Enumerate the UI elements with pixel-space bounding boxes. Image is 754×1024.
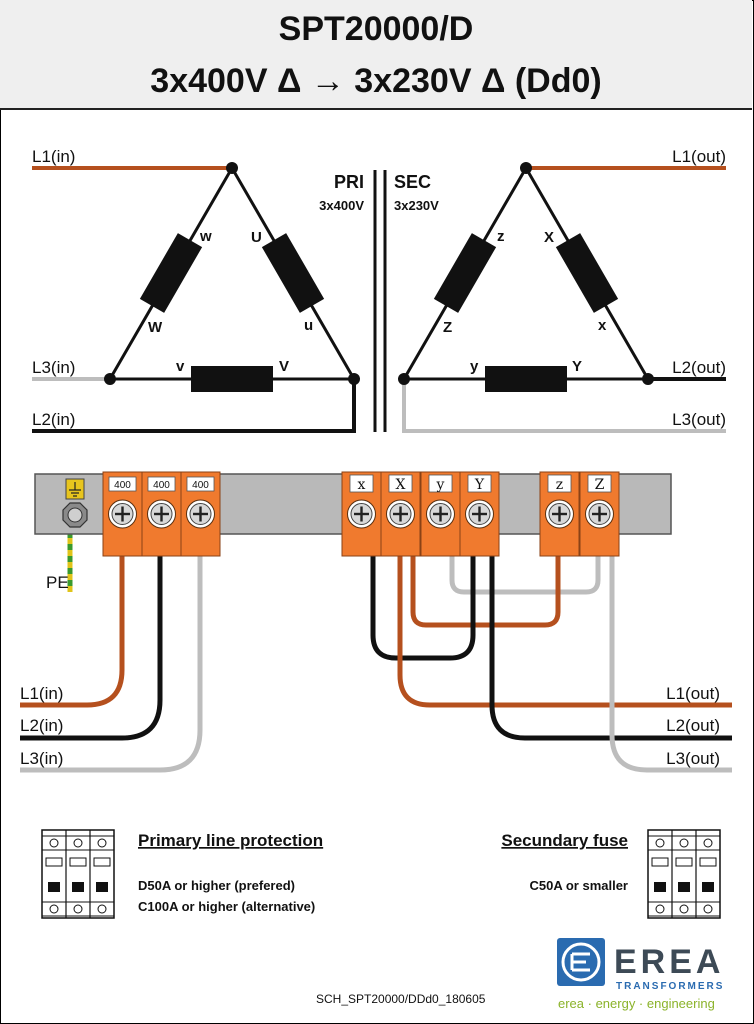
sec-l2-label: L2(out) — [672, 358, 726, 377]
winding-x — [555, 233, 619, 313]
config-title: 3x400V Δ → 3x230V Δ (Dd0) — [150, 62, 602, 100]
pri-V-label: V — [279, 358, 289, 375]
pri-l1-label: L1(in) — [32, 147, 75, 166]
pri-l3-label: L3(in) — [32, 358, 75, 377]
sec-l3-label: L3(out) — [672, 410, 726, 429]
l3-out-wire — [402, 379, 726, 433]
logo-tagline: erea · energy · engineering — [558, 996, 715, 1011]
secondary-fuse-title: Secundary fuse — [501, 831, 628, 850]
winding-y — [485, 366, 567, 392]
sec-heading: SEC — [394, 172, 431, 192]
wire-l3-out — [609, 556, 732, 773]
doc-code: SCH_SPT20000/DDd0_180605 — [316, 992, 486, 1006]
terminal-label-Z: Z — [595, 477, 605, 493]
pri-U-label: U — [251, 229, 262, 246]
sec-y-label: y — [470, 358, 479, 375]
primary-protection-line2: C100A or higher (alternative) — [138, 899, 315, 914]
tb-l3-out-label: L3(out) — [666, 749, 720, 768]
tb-l1-out-label: L1(out) — [666, 684, 720, 703]
wire-l1-out — [397, 556, 732, 708]
winding-w — [139, 233, 203, 313]
logo-name: EREA — [614, 943, 724, 981]
wire-l3-in — [20, 556, 203, 773]
pe-terminal: PE — [46, 478, 88, 592]
pri-v-label: v — [176, 358, 185, 375]
transformer-core: PRI 3x400V SEC 3x230V — [319, 170, 439, 432]
primary-terminals: 400 400 400 — [102, 471, 221, 557]
erea-logo: EREA TRANSFORMERS erea · energy · engine… — [557, 938, 724, 1011]
sec-z-label: z — [497, 228, 505, 245]
sec-x-label: x — [598, 317, 607, 334]
pri-W-label: W — [148, 319, 163, 336]
sec-l1-label: L1(out) — [672, 147, 726, 166]
primary-delta: L1(in) L3(in) L2(in) w U W u v V — [32, 147, 360, 433]
logo-sub: TRANSFORMERS — [616, 981, 724, 992]
model-title: SPT20000/D — [278, 10, 474, 48]
secondary-terminals: x X y Y — [341, 471, 620, 557]
terminal-label-400-1: 400 — [114, 480, 131, 491]
terminal-wires — [20, 532, 732, 773]
wire-l2-in — [20, 556, 163, 741]
pri-w-label: w — [199, 228, 212, 245]
sec-Z-label: Z — [443, 319, 452, 336]
tb-l1-in-label: L1(in) — [20, 684, 63, 703]
terminal-label-400-2: 400 — [153, 480, 170, 491]
winding-z — [433, 233, 497, 313]
jumper-y-Z — [449, 556, 601, 595]
pri-voltage: 3x400V — [319, 198, 364, 213]
primary-breaker-icon — [41, 829, 115, 919]
wire-l2-out — [489, 556, 732, 741]
l2-in-wire — [32, 379, 356, 433]
terminal-label-y: y — [436, 477, 445, 493]
jumper-X-z — [410, 556, 561, 628]
sec-X-label: X — [544, 229, 554, 246]
winding-u — [261, 233, 325, 313]
terminal-label-z: z — [556, 477, 563, 493]
primary-protection-line1: D50A or higher (prefered) — [138, 878, 295, 893]
pri-heading: PRI — [334, 172, 364, 192]
secondary-delta: L1(out) L2(out) L3(out) z X Z x y Y — [398, 147, 726, 433]
jumper-x-Y — [370, 556, 476, 661]
sec-Y-label: Y — [572, 358, 582, 375]
tb-l2-in-label: L2(in) — [20, 716, 63, 735]
secondary-breaker-icon — [647, 829, 721, 919]
pri-l2-label: L2(in) — [32, 410, 75, 429]
terminal-label-x: x — [358, 477, 366, 493]
pri-u-label: u — [304, 317, 313, 334]
sec-voltage: 3x230V — [394, 198, 439, 213]
tb-l2-out-label: L2(out) — [666, 716, 720, 735]
wire-l1-in — [20, 556, 125, 708]
winding-v — [191, 366, 273, 392]
terminal-label-Y: Y — [474, 477, 485, 493]
secondary-fuse-line1: C50A or smaller — [529, 878, 628, 893]
terminal-label-400-3: 400 — [192, 480, 209, 491]
primary-protection-title: Primary line protection — [138, 831, 323, 850]
tb-l3-in-label: L3(in) — [20, 749, 63, 768]
pe-label: PE — [46, 573, 69, 592]
terminal-label-X: X — [396, 477, 406, 493]
header: SPT20000/D 3x400V Δ → 3x230V Δ (Dd0) — [0, 0, 752, 110]
